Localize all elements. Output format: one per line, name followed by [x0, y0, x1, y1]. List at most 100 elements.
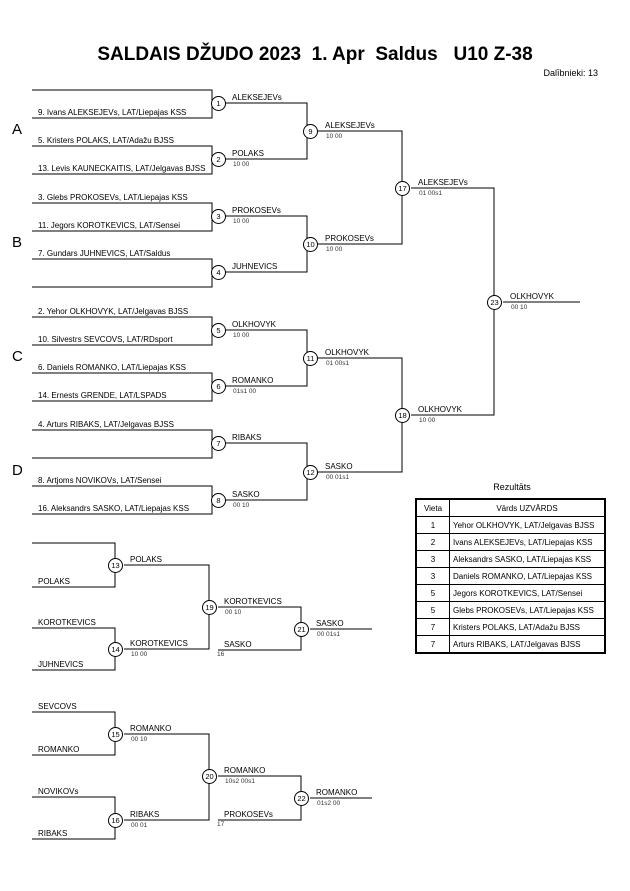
match-winner: ALEKSEJEVs — [325, 121, 375, 130]
group-label-c: C — [12, 348, 23, 365]
place-cell: 1 — [415, 516, 450, 534]
match-number: 16 — [108, 813, 123, 828]
entry-label: 10. Silvestrs SEVCOVS, LAT/RDsport — [38, 335, 173, 344]
match-score: 00 10 — [131, 736, 148, 743]
repechage-entry: ROMANKO — [38, 745, 80, 754]
match-number: 18 — [395, 408, 410, 423]
repechage-entry: RIBAKS — [38, 829, 68, 838]
match-winner: SASKO — [232, 490, 260, 499]
match-number: 23 — [487, 295, 502, 310]
match-number: 10 — [303, 237, 318, 252]
match-number: 7 — [211, 436, 226, 451]
bronze-opponent: PROKOSEVs — [224, 810, 273, 819]
group-label-b: B — [12, 234, 23, 251]
match-number: 11 — [303, 351, 318, 366]
match-winner: ALEKSEJEVs — [418, 178, 468, 187]
name-cell: Glebs PROKOSEVs, LAT/Liepajas KSS — [449, 601, 606, 619]
match-winner: JUHNEVICS — [232, 262, 278, 271]
match-winner: OLKHOVYK — [325, 348, 370, 357]
repechage-entry: SEVCOVS — [38, 702, 77, 711]
match-score: 01s2 00 — [317, 800, 341, 807]
match-score: 01 00s1 — [326, 360, 350, 367]
match-number: 9 — [303, 124, 318, 139]
entry-label: 2. Yehor OLKHOVYK, LAT/Jelgavas BJSS — [38, 307, 189, 316]
name-cell: Daniels ROMANKO, LAT/Liepajas KSS — [449, 567, 606, 585]
match-winner: ALEKSEJEVs — [232, 93, 282, 102]
name-cell: Jegors KOROTKEVICS, LAT/Sensei — [449, 584, 606, 602]
match-score: 00 10 — [511, 304, 528, 311]
match-winner: RIBAKS — [232, 433, 262, 442]
match-winner: OLKHOVYK — [418, 405, 463, 414]
match-note: 16 — [217, 651, 225, 658]
name-cell: Yehor OLKHOVYK, LAT/Jelgavas BJSS — [449, 516, 606, 534]
match-number: 14 — [108, 642, 123, 657]
repechage-entry: POLAKS — [38, 577, 71, 586]
place-cell: 3 — [415, 550, 450, 568]
match-score: 00 01s1 — [317, 631, 341, 638]
match-number: 1 — [211, 96, 226, 111]
match-winner: KOROTKEVICS — [130, 639, 188, 648]
entry-label: 8. Artjoms NOVIKOVs, LAT/Sensei — [38, 476, 162, 485]
results-title: Rezultāts — [493, 482, 531, 492]
column-header: Vieta — [415, 498, 450, 517]
match-score: 10 00 — [419, 417, 436, 424]
group-label-a: A — [12, 121, 23, 138]
match-score: 10 00 — [233, 332, 250, 339]
participant-count: Dalībnieki: 13 — [543, 68, 598, 78]
match-number: 2 — [211, 152, 226, 167]
match-winner: POLAKS — [232, 149, 265, 158]
name-cell: Ivans ALEKSEJEVs, LAT/Liepajas KSS — [449, 533, 606, 551]
match-number: 22 — [294, 791, 309, 806]
match-score: 10s2 00s1 — [225, 778, 255, 785]
entry-label: 3. Glebs PROKOSEVs, LAT/Liepajas KSS — [38, 193, 188, 202]
place-cell: 7 — [415, 618, 450, 636]
match-number: 19 — [202, 600, 217, 615]
table-header-row: Vieta Vārds UZVĀRDS — [415, 498, 606, 517]
name-cell: Arturs RIBAKS, LAT/Jelgavas BJSS — [449, 635, 606, 654]
match-winner: PROKOSEVs — [232, 206, 281, 215]
place-cell: 5 — [415, 584, 450, 602]
match-winner: ROMANKO — [130, 724, 172, 733]
match-number: 13 — [108, 558, 123, 573]
match-score: 10 00 — [233, 218, 250, 225]
column-header: Vārds UZVĀRDS — [449, 498, 606, 517]
match-note: 17 — [217, 821, 225, 828]
bronze-opponent: SASKO — [224, 640, 252, 649]
match-number: 15 — [108, 727, 123, 742]
repechage-entry: KOROTKEVICS — [38, 618, 96, 627]
page-title: SALDAIS DŽUDO 2023 1. Apr Saldus U10 Z-3… — [97, 44, 533, 65]
entry-label: 11. Jegors KOROTKEVICS, LAT/Sensei — [38, 221, 180, 230]
match-winner: OLKHOVYK — [232, 320, 277, 329]
place-cell: 3 — [415, 567, 450, 585]
match-winner: POLAKS — [130, 555, 163, 564]
match-score: 00 01 — [131, 822, 148, 829]
place-cell: 7 — [415, 635, 450, 654]
match-number: 4 — [211, 265, 226, 280]
bronze-winner: ROMANKO — [316, 788, 358, 797]
match-number: 17 — [395, 181, 410, 196]
entry-label: 16. Aleksandrs SASKO, LAT/Liepajas KSS — [38, 504, 190, 513]
final-winner: OLKHOVYK — [510, 292, 555, 301]
match-winner: ROMANKO — [232, 376, 274, 385]
match-winner: SASKO — [325, 462, 353, 471]
match-score: 01 00s1 — [419, 190, 443, 197]
match-number: 5 — [211, 323, 226, 338]
name-cell: Aleksandrs SASKO, LAT/Liepajas KSS — [449, 550, 606, 568]
entry-label: 6. Daniels ROMANKO, LAT/Liepajas KSS — [38, 363, 186, 372]
repechage-entry: JUHNEVICS — [38, 660, 84, 669]
match-score: 01s1 00 — [233, 388, 257, 395]
entry-label: 13. Levis KAUNECKAITIS, LAT/Jelgavas BJS… — [38, 164, 206, 173]
match-score: 10 00 — [326, 246, 343, 253]
match-number: 8 — [211, 493, 226, 508]
group-label-d: D — [12, 462, 23, 479]
match-score: 10 00 — [131, 651, 148, 658]
entry-label: 7. Gundars JUHNEVICS, LAT/Saldus — [38, 249, 171, 258]
